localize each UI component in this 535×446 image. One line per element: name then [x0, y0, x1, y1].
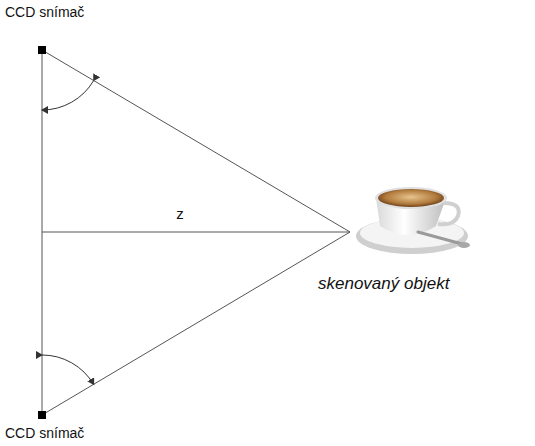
- sensor-label: CCD snímač: [5, 5, 84, 20]
- coffee-cup-picture: [356, 187, 470, 254]
- distance-label: z: [174, 206, 186, 223]
- sensor-label: CCD snímač: [5, 426, 84, 441]
- angle-arcs: [42, 81, 94, 385]
- ccd-sensor: [38, 46, 46, 54]
- ccd-sensor: [38, 411, 46, 419]
- geometry-lines: [42, 50, 350, 415]
- object-label: skenovaný objekt: [318, 275, 449, 294]
